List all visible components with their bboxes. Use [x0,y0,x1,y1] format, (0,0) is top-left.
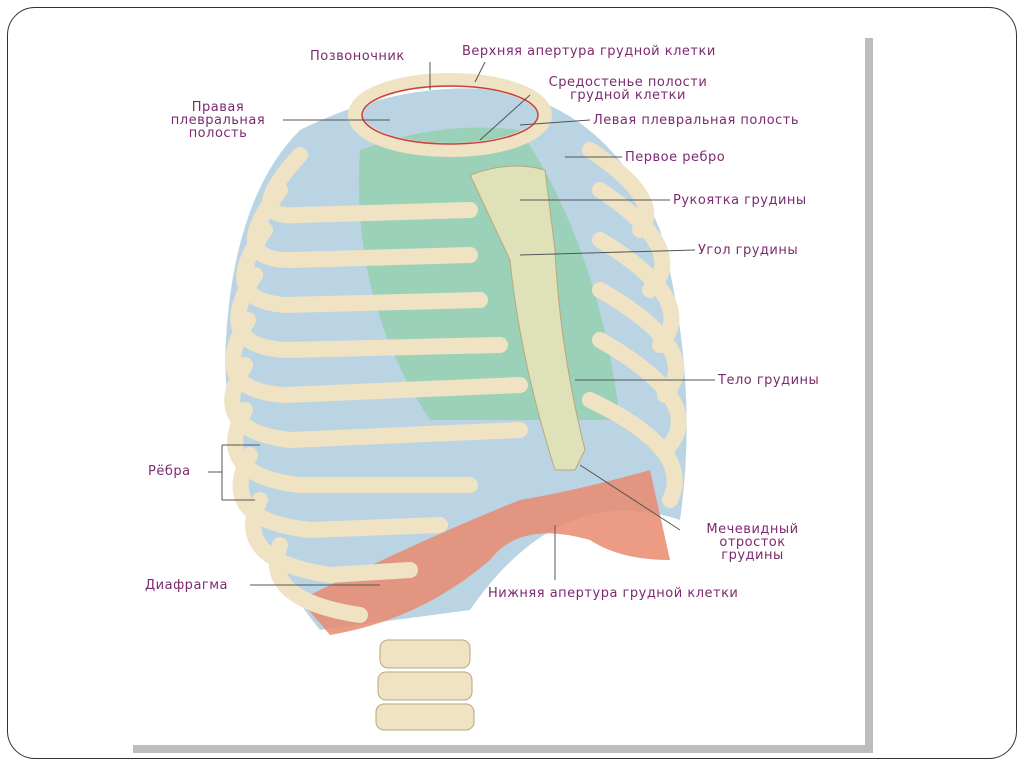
label-right-pleural-line2: плевральная [170,113,266,128]
diaphragm-shape [300,470,670,635]
ribs [224,142,687,623]
label-right-pleural-line1: Правая [191,100,245,115]
leader-lines [208,61,715,586]
upper-aperture [348,73,552,157]
label-diaphragm: Диафрагма [145,578,229,593]
sternum [469,165,586,471]
label-mediastinum-line2: грудной клетки [570,88,686,103]
label-xiphoid-line1: Мечевидный [706,522,799,537]
label-sternal-angle: Угол грудины [698,243,799,258]
label-mediastinum: Средостенье полости грудной клетки [528,76,728,102]
label-xiphoid-line3: грудины [721,548,784,563]
label-spine: Позвоночник [310,49,405,64]
label-sternum-body: Тело грудины [718,373,820,388]
label-xiphoid-line2: отросток [719,535,786,550]
label-left-pleural-cavity: Левая плевральная полость [593,113,800,128]
label-first-rib: Первое ребро [625,150,726,165]
label-right-pleural-cavity: Правая плевральная полость [148,101,288,140]
label-mediastinum-line1: Средостенье полости [548,75,708,90]
label-right-pleural-line3: полость [188,126,248,141]
spine [375,639,475,731]
label-upper-aperture: Верхняя апертура грудной клетки [462,44,716,59]
label-xiphoid-process: Мечевидный отросток грудины [690,523,815,562]
label-manubrium: Рукоятка грудины [673,193,807,208]
label-lower-aperture: Нижняя апертура грудной клетки [488,586,739,601]
label-ribs: Рёбра [148,464,191,479]
